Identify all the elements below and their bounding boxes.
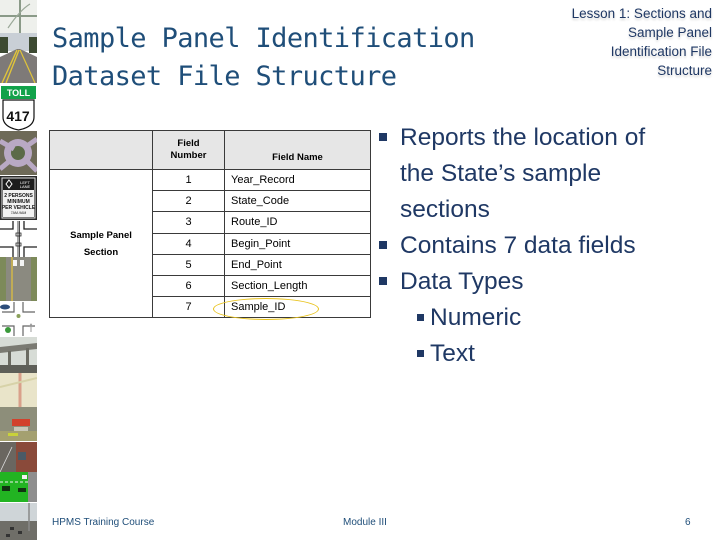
svg-text:LANE: LANE bbox=[20, 184, 31, 189]
square-bullet-icon bbox=[379, 277, 387, 285]
field-number-cell: 2 bbox=[152, 190, 225, 213]
table-row: 4 Begin_Point bbox=[50, 232, 371, 255]
bullet-line: Reports the location of bbox=[400, 124, 646, 151]
group-label-cell: Sample Panel Section bbox=[49, 168, 153, 319]
footer-module: Module III bbox=[343, 517, 387, 528]
field-number-cell: 1 bbox=[152, 168, 225, 192]
table-row: 2 State_Code bbox=[50, 190, 371, 213]
field-name-cell: Begin_Point bbox=[224, 232, 371, 255]
toll-417-shield-icon: TOLL 417 bbox=[0, 85, 37, 131]
table-row: Sample Panel Section 1 Year_Record bbox=[49, 168, 371, 319]
field-name-cell: Section_Length bbox=[224, 274, 371, 298]
svg-text:TOLL: TOLL bbox=[7, 88, 31, 98]
field-name-cell: Route_ID bbox=[224, 211, 371, 234]
page-number: 6 bbox=[685, 517, 691, 528]
bullet-line: Text bbox=[430, 340, 475, 367]
field-structure-table: Field Number Field Name Sample Panel Sec… bbox=[49, 130, 371, 321]
bullet-item: Reports the location of the State’s samp… bbox=[378, 120, 708, 228]
svg-text:2 PERSONS: 2 PERSONS bbox=[4, 193, 33, 199]
field-number-cell: 3 bbox=[152, 211, 225, 234]
square-bullet-icon bbox=[417, 350, 424, 357]
svg-text:LEFT: LEFT bbox=[20, 180, 30, 185]
lesson-label-line: Lesson 1: Sections and bbox=[571, 6, 712, 21]
road-lanes-photo bbox=[0, 257, 37, 301]
lesson-label-line: Structure bbox=[657, 63, 712, 78]
intersection-signals-diagram-icon bbox=[0, 302, 37, 336]
table-header-field-number: Field Number bbox=[152, 130, 225, 170]
highlighted-field-name-wrap: Sample_ID bbox=[213, 298, 319, 321]
field-name-cell-highlighted: Sample_ID bbox=[213, 296, 371, 321]
street-intersection-photo bbox=[0, 442, 37, 472]
bullet-line: Numeric bbox=[430, 304, 522, 331]
overpass-photo bbox=[0, 337, 37, 373]
lesson-label-line: Sample Panel bbox=[627, 25, 712, 40]
table-header-blank bbox=[49, 130, 153, 170]
sub-bullet-item: Text bbox=[378, 336, 708, 372]
group-label-line: Section bbox=[83, 246, 119, 258]
square-bullet-icon bbox=[379, 133, 387, 141]
field-name-text: Sample_ID bbox=[231, 301, 286, 314]
field-number-cell: 5 bbox=[152, 253, 225, 276]
footer-course: HPMS Training Course bbox=[52, 517, 155, 528]
roundabout-aerial-photo bbox=[0, 131, 37, 175]
table-row: 5 End_Point bbox=[50, 253, 371, 276]
bullet-line: Contains 7 data fields bbox=[400, 232, 636, 259]
highway-traffic-photo bbox=[0, 503, 37, 540]
field-name-cell: Year_Record bbox=[224, 168, 371, 192]
svg-text:PER VEHICLE: PER VEHICLE bbox=[2, 205, 36, 211]
table-header-row: Field Number Field Name bbox=[49, 130, 371, 170]
field-name-cell: State_Code bbox=[224, 190, 371, 213]
bullet-item: Contains 7 data fields bbox=[378, 228, 708, 264]
header-line: Field bbox=[177, 138, 200, 149]
field-number-cell: 7 bbox=[152, 296, 225, 319]
slide-title: Sample Panel Identification Dataset File… bbox=[52, 20, 475, 96]
bullet-line: the State’s sample bbox=[400, 160, 602, 187]
svg-text:MINIMUM: MINIMUM bbox=[7, 199, 30, 205]
slide-title-line: Dataset File Structure bbox=[52, 61, 397, 92]
sub-bullet-item: Numeric bbox=[378, 300, 708, 336]
table-header-field-name: Field Name bbox=[224, 130, 371, 170]
svg-text:417: 417 bbox=[6, 108, 30, 124]
field-number-cell: 4 bbox=[152, 232, 225, 255]
field-name-cell: End_Point bbox=[224, 253, 371, 276]
street-map-aerial-photo bbox=[0, 373, 37, 441]
field-number-cell: 6 bbox=[152, 274, 225, 298]
header-line: Number bbox=[170, 150, 207, 161]
square-bullet-icon bbox=[379, 241, 387, 249]
group-label-line: Sample Panel bbox=[70, 229, 132, 241]
bullet-item: Data Types bbox=[378, 264, 708, 300]
bullet-list: Reports the location of the State’s samp… bbox=[378, 120, 708, 372]
svg-text:7AM-9AM: 7AM-9AM bbox=[11, 211, 27, 215]
road-yellow-lines-photo bbox=[0, 33, 37, 83]
square-bullet-icon bbox=[417, 314, 424, 321]
bullet-line: sections bbox=[400, 196, 490, 223]
lesson-label: Lesson 1: Sections and Sample Panel Iden… bbox=[532, 4, 712, 80]
table-row: 3 Route_ID bbox=[50, 211, 371, 234]
slide-title-line: Sample Panel Identification bbox=[52, 23, 475, 54]
intersection-diagram-icon bbox=[0, 221, 37, 257]
highway-interchange-map-icon bbox=[0, 0, 37, 33]
lesson-label-line: Identification File bbox=[610, 44, 712, 59]
table-row: 6 Section_Length bbox=[50, 274, 371, 298]
lane-diagram-green-icon bbox=[0, 472, 37, 502]
bullet-line: Data Types bbox=[400, 268, 524, 295]
